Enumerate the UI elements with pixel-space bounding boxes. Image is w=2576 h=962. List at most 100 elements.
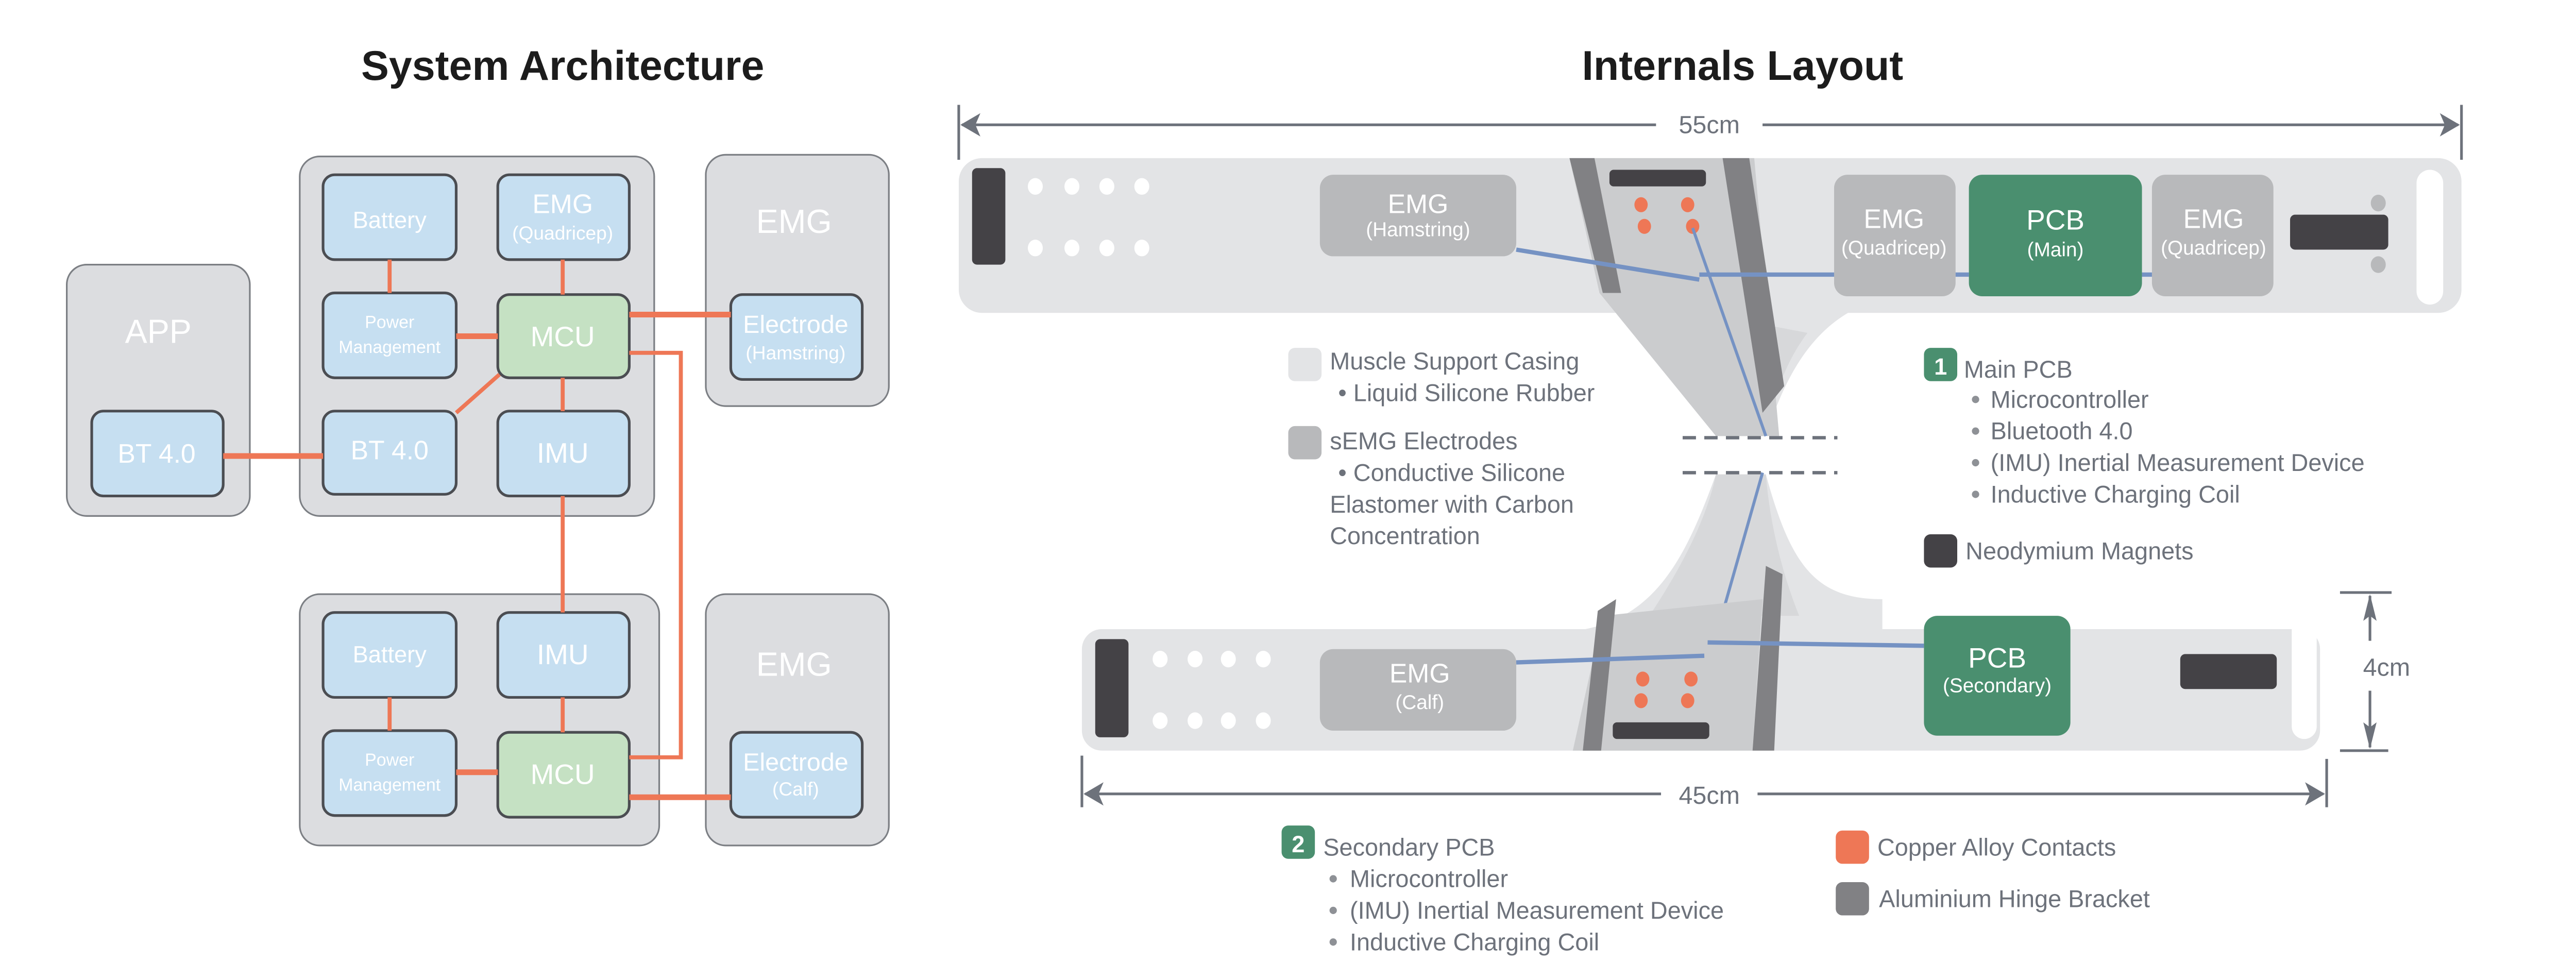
dimension-height-label: 4cm (2363, 653, 2411, 681)
legend-casing: Muscle Support Casing • Liquid Silicone … (1288, 348, 1595, 406)
magnets-title: Neodymium Magnets (1965, 537, 2193, 564)
lower-hinge-bracket-right (1752, 566, 1783, 751)
electrodes-bullet: • Conductive Silicone (1338, 460, 1565, 486)
secondary-power-module (321, 729, 458, 817)
arrow-down-icon (2363, 722, 2377, 749)
secondary-pcb-bullet: (IMU) Inertial Measurement Device (1350, 897, 1724, 924)
electrode-hamstring-sublabel: (Hamstring) (745, 342, 845, 364)
emg-hamstring-label: EMG (756, 203, 832, 240)
lower-left-magnet (1095, 639, 1129, 737)
electrode-hamstring-label: Electrode (743, 311, 849, 339)
arrow-left-icon (1083, 782, 1104, 806)
upper-hinge-bracket-right (1722, 158, 1785, 413)
upper-vent-holes (1027, 178, 1149, 257)
electrode-calf-module (729, 731, 864, 819)
electrode-calf-label: Electrode (743, 749, 849, 777)
secondary-pcb-bullet: Inductive Charging Coil (1350, 929, 1599, 955)
main-pcb-title: Main PCB (1964, 356, 2073, 383)
upper-emg-hamstring-label: EMG (1388, 189, 1449, 218)
upper-emg-quad-left-sublabel: (Quadricep) (1841, 237, 1947, 259)
lower-pcb-label: PCB (1968, 642, 2026, 673)
upper-emg-quadricep-left (1834, 175, 1956, 296)
main-emg-sublabel: (Quadricep) (512, 222, 613, 244)
lower-strip: EMG (Calf) PCB (Secondary) (1081, 566, 2320, 751)
app-bt-label: BT 4.0 (117, 438, 195, 468)
upper-emg-hamstring (1319, 175, 1517, 257)
upper-emg-quad-right-label: EMG (2183, 204, 2244, 234)
electrode-swatch (1288, 426, 1322, 460)
casing-neck-shade-lower (1649, 474, 1800, 616)
emg-calf-group: EMG Electrode (Calf) (705, 593, 890, 847)
electrodes-bullet-cont: Concentration (1330, 522, 1480, 549)
main-emg-label: EMG (532, 189, 593, 218)
wire-main-mcu-secondary-mcu (629, 350, 683, 760)
lower-pcb-secondary (1924, 616, 2071, 736)
cable-to-secondary-pcb (1707, 640, 1924, 648)
main-bt-label: BT 4.0 (351, 435, 429, 465)
casing-swatch (1288, 348, 1322, 381)
upper-right-dot (2370, 256, 2386, 273)
upper-emg-quad-right-sublabel: (Quadricep) (2161, 237, 2266, 259)
secondary-battery-label: Battery (353, 642, 427, 668)
lower-emg-calf-label: EMG (1389, 658, 1450, 688)
upper-emg-hamstring-sublabel: (Hamstring) (1366, 219, 1470, 241)
main-battery-label: Battery (353, 207, 427, 233)
upper-pcb-main-label: PCB (2026, 204, 2084, 236)
emg-hamstring-group: EMG Electrode (Hamstring) (705, 154, 890, 407)
lower-strap-slot (2292, 604, 2317, 739)
upper-pcb-main (1969, 175, 2142, 296)
secondary-pcb-title: Secondary PCB (1323, 834, 1495, 860)
legend-main-pcb: 1 Main PCB Microcontroller Bluetooth 4.0… (1924, 348, 2365, 508)
secondary-mcu-label: MCU (531, 758, 595, 790)
dimension-bottom-label: 45cm (1679, 782, 1739, 809)
upper-strap-slot (2416, 170, 2444, 305)
lower-contact (1681, 693, 1694, 708)
architecture-title: System Architecture (361, 43, 764, 89)
upper-contact (1637, 218, 1651, 234)
arrow-right-icon (2305, 782, 2325, 806)
upper-contact (1681, 197, 1694, 212)
main-imu-label: IMU (537, 437, 589, 469)
upper-pcb-main-sublabel: (Main) (2027, 239, 2084, 261)
upper-hinge-bracket-left (1569, 158, 1621, 293)
legend-copper: Copper Alloy Contacts (1836, 830, 2116, 864)
cable-hamstring (1516, 247, 1700, 282)
internals-title: Internals Layout (1582, 43, 1903, 89)
upper-contact (1686, 218, 1700, 234)
lower-emg-calf-sublabel: (Calf) (1395, 691, 1444, 714)
main-power-label-1: Power (365, 312, 414, 332)
lower-pcb-sublabel: (Secondary) (1943, 675, 2052, 697)
main-pcb-badge (1924, 348, 1958, 381)
cable-upper-vertical (1691, 227, 1768, 437)
lower-hinge-bracket-left (1583, 599, 1616, 751)
secondary-unit: Battery IMU Power Management MCU (299, 593, 660, 847)
legend-magnets: Neodymium Magnets (1924, 534, 2194, 568)
system-architecture: System Architecture APP BT 4.0 Battery E… (65, 43, 890, 847)
lower-contact (1684, 671, 1698, 687)
aluminium-title: Aluminium Hinge Bracket (1879, 885, 2150, 912)
lower-contact (1634, 693, 1648, 708)
main-power-module (321, 291, 458, 379)
casing-title: Muscle Support Casing (1330, 348, 1579, 375)
main-unit: Battery EMG (Quadricep) Power Management… (299, 156, 655, 517)
upper-emg-quadricep-right (2151, 175, 2274, 296)
copper-swatch (1836, 830, 1869, 864)
main-pcb-bullet: Inductive Charging Coil (1991, 481, 2240, 508)
electrode-calf-sublabel: (Calf) (772, 778, 819, 800)
main-bt-module (321, 410, 458, 496)
secondary-power-label-1: Power (365, 750, 414, 770)
electrodes-title: sEMG Electrodes (1330, 428, 1517, 454)
main-pcb-bullet: (IMU) Inertial Measurement Device (1991, 449, 2365, 476)
legend-electrodes: sEMG Electrodes • Conductive Silicone El… (1288, 426, 1574, 549)
wire-bt-mcu (454, 373, 501, 414)
app-label: APP (125, 313, 192, 350)
secondary-power-label-2: Management (338, 775, 440, 795)
internals-layout: Internals Layout 55cm (957, 43, 2463, 955)
lower-contact (1636, 671, 1650, 687)
legend-aluminium: Aluminium Hinge Bracket (1836, 882, 2150, 916)
magnet-swatch (1924, 534, 1958, 568)
upper-left-magnet (972, 168, 1006, 265)
lower-emg-calf (1319, 649, 1517, 731)
aluminium-swatch (1836, 882, 1869, 916)
